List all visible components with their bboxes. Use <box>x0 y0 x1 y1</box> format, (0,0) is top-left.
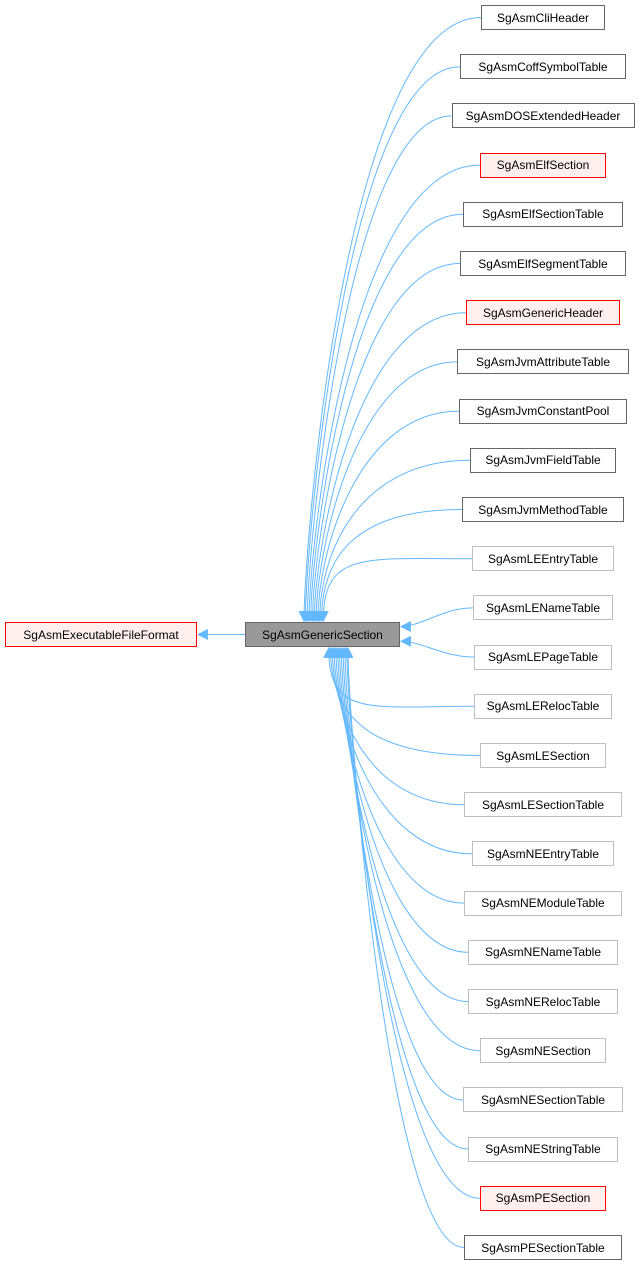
inheritance-edge-sg-asm-neentry-table <box>328 646 473 855</box>
child-node-sg-asm-elf-section[interactable]: SgAsmElfSection <box>480 152 606 178</box>
inheritance-edge-sg-asm-lesection-table <box>326 646 465 806</box>
inheritance-edge-sg-asm-elf-segment-table <box>307 263 461 623</box>
child-node-sg-asm-jvm-constant-pool[interactable]: SgAsmJvmConstantPool <box>459 398 627 424</box>
inheritance-edge-sg-asm-cli-header <box>298 17 482 623</box>
child-node-sg-asm-nemodule-table[interactable]: SgAsmNEModuleTable <box>464 890 622 916</box>
child-node-sg-asm-jvm-attribute-table[interactable]: SgAsmJvmAttributeTable <box>457 349 629 375</box>
child-node-sg-asm-pesection-table[interactable]: SgAsmPESectionTable <box>464 1235 622 1260</box>
inheritance-edge-sg-asm-leentry-table <box>317 557 473 623</box>
inheritance-edge-sg-asm-dosextended-header <box>301 115 452 623</box>
inheritance-edge-sg-asm-lepage-table <box>399 635 475 658</box>
inheritance-edge-sg-asm-lename-table <box>399 607 474 633</box>
child-node-sg-asm-nesection-table[interactable]: SgAsmNESectionTable <box>463 1087 623 1113</box>
inheritance-edge-sg-asm-pesection-table <box>342 646 465 1248</box>
child-node-sg-asm-coff-symbol-table[interactable]: SgAsmCoffSymbolTable <box>460 54 626 80</box>
inheritance-edge-sg-asm-coff-symbol-table <box>299 66 461 623</box>
child-node-sg-asm-lename-table[interactable]: SgAsmLENameTable <box>473 595 613 621</box>
child-node-sg-asm-jvm-field-table[interactable]: SgAsmJvmFieldTable <box>470 447 616 473</box>
child-node-sg-asm-nereloc-table[interactable]: SgAsmNERelocTable <box>468 989 618 1014</box>
child-node-sg-asm-nename-table[interactable]: SgAsmNENameTable <box>468 939 618 965</box>
child-node-sg-asm-lepage-table[interactable]: SgAsmLEPageTable <box>474 644 612 670</box>
inheritance-edge-sg-asm-nemodule-table <box>330 646 465 904</box>
inheritance-edge-sg-asm-elf-section <box>303 164 481 623</box>
inheritance-edge-sg-asm-nestring-table <box>339 646 469 1150</box>
inheritance-edge-sg-asm-lereloc-table <box>323 646 475 708</box>
inheritance-edge-sg-asm-jvm-constant-pool <box>312 410 460 623</box>
focus-node-sg-asm-generic-section: SgAsmGenericSection <box>245 622 400 647</box>
inheritance-edge-sg-asm-jvm-method-table <box>316 509 463 623</box>
inheritance-edge-sg-asm-nename-table <box>332 646 469 953</box>
child-node-sg-asm-lereloc-table[interactable]: SgAsmLERelocTable <box>474 693 612 719</box>
child-node-sg-asm-lesection[interactable]: SgAsmLESection <box>480 743 606 768</box>
child-node-sg-asm-leentry-table[interactable]: SgAsmLEEntryTable <box>472 546 614 572</box>
child-node-sg-asm-dosextended-header[interactable]: SgAsmDOSExtendedHeader <box>451 103 635 129</box>
child-node-sg-asm-elf-segment-table[interactable]: SgAsmElfSegmentTable <box>460 251 626 276</box>
inheritance-edge-sg-asm-nesection-table <box>337 646 464 1101</box>
inheritance-edge-sg-asm-elf-section-table <box>305 213 464 623</box>
child-node-sg-asm-nestring-table[interactable]: SgAsmNEStringTable <box>468 1136 618 1162</box>
parent-node-sg-asm-executable-file-format[interactable]: SgAsmExecutableFileFormat <box>5 622 197 647</box>
child-node-sg-asm-nesection[interactable]: SgAsmNESection <box>480 1038 606 1064</box>
inheritance-edge-sg-asm-pesection <box>341 646 481 1199</box>
inheritance-edge-sg-asm-generic-header <box>308 312 467 623</box>
child-node-sg-asm-pesection[interactable]: SgAsmPESection <box>480 1185 606 1211</box>
inheritance-edge-sg-asm-jvm-attribute-table <box>310 361 458 623</box>
child-node-sg-asm-cli-header[interactable]: SgAsmCliHeader <box>481 5 605 30</box>
child-node-sg-asm-generic-header[interactable]: SgAsmGenericHeader <box>466 300 620 326</box>
inheritance-edge-sg-asm-jvm-field-table <box>314 459 471 623</box>
child-node-sg-asm-neentry-table[interactable]: SgAsmNEEntryTable <box>472 841 614 867</box>
child-node-sg-asm-lesection-table[interactable]: SgAsmLESectionTable <box>464 792 622 818</box>
inheritance-edge-sg-asm-nesection <box>335 646 481 1052</box>
inheritance-edge-sg-asm-nereloc-table <box>334 646 469 1002</box>
child-node-sg-asm-elf-section-table[interactable]: SgAsmElfSectionTable <box>463 201 623 227</box>
inheritance-edge-sg-asm-lesection <box>325 646 481 756</box>
child-node-sg-asm-jvm-method-table[interactable]: SgAsmJvmMethodTable <box>462 497 624 522</box>
